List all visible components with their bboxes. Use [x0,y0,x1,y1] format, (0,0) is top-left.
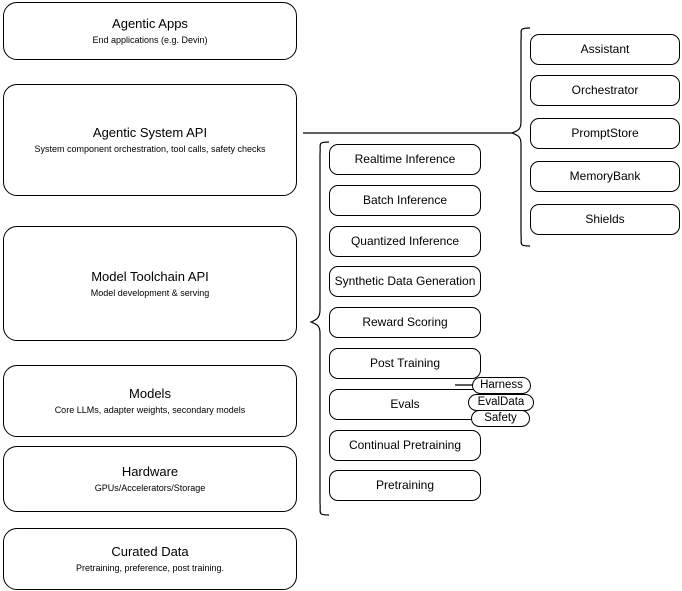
layer-subtitle: Model development & serving [90,287,210,298]
eval-pill-safety[interactable]: Safety [471,410,530,427]
eval-pill-evaldata[interactable]: EvalData [468,394,534,411]
capability-evals[interactable]: Evals [329,389,481,420]
capability-label: Batch Inference [362,193,448,207]
layer-title: Curated Data [111,544,189,559]
layer-curated-data[interactable]: Curated Data Pretraining, preference, po… [3,528,297,590]
capability-pretraining[interactable]: Pretraining [329,470,481,501]
capability-realtime-inference[interactable]: Realtime Inference [329,144,481,175]
layer-agentic-apps[interactable]: Agentic Apps End applications (e.g. Devi… [3,2,297,60]
brace-toolchain-capabilities [309,141,330,516]
component-label: PromptStore [571,126,639,140]
capability-batch-inference[interactable]: Batch Inference [329,185,481,216]
layer-title: Agentic System API [92,125,208,140]
layer-subtitle: End applications (e.g. Devin) [92,35,208,45]
layer-hardware[interactable]: Hardware GPUs/Accelerators/Storage [3,446,297,512]
component-label: MemoryBank [569,169,641,183]
capability-label: Pretraining [375,478,435,492]
layer-model-toolchain-api[interactable]: Model Toolchain API Model development & … [3,226,297,341]
capability-post-training[interactable]: Post Training [329,348,481,379]
layer-subtitle: Pretraining, preference, post training. [75,563,225,573]
capability-label: Evals [390,397,420,411]
eval-pill-harness[interactable]: Harness [472,377,531,394]
eval-pill-label: EvalData [477,396,525,408]
brace-system-components [510,27,531,247]
eval-pill-label: Harness [480,379,523,391]
component-memorybank[interactable]: MemoryBank [530,161,680,192]
capability-label: Continual Pretraining [348,438,462,452]
layer-title: Model Toolchain API [91,268,209,284]
capability-synthetic-data-generation[interactable]: Synthetic Data Generation [329,266,481,297]
layer-subtitle: System component orchestration, tool cal… [34,144,266,154]
layer-agentic-system-api[interactable]: Agentic System API System component orch… [3,84,297,196]
component-orchestrator[interactable]: Orchestrator [530,75,680,106]
component-label: Orchestrator [571,83,639,97]
component-label: Assistant [580,42,630,56]
capability-label: Realtime Inference [354,152,456,166]
component-assistant[interactable]: Assistant [530,34,680,65]
component-promptstore[interactable]: PromptStore [530,118,680,149]
capability-continual-pretraining[interactable]: Continual Pretraining [329,430,481,461]
capability-label: Synthetic Data Generation [334,274,476,288]
layer-subtitle: GPUs/Accelerators/Storage [94,483,206,493]
capability-label: Post Training [369,356,441,370]
capability-reward-scoring[interactable]: Reward Scoring [329,307,481,338]
capability-label: Quantized Inference [350,234,460,248]
capability-label: Reward Scoring [362,315,448,329]
capability-quantized-inference[interactable]: Quantized Inference [329,226,481,257]
layer-title: Models [129,386,171,401]
layer-title: Hardware [121,464,179,479]
layer-models[interactable]: Models Core LLMs, adapter weights, secon… [3,365,297,437]
component-shields[interactable]: Shields [530,204,680,235]
layer-subtitle: Core LLMs, adapter weights, secondary mo… [54,405,246,415]
layer-title: Agentic Apps [112,16,188,31]
component-label: Shields [585,212,625,226]
eval-pill-label: Safety [484,412,517,424]
